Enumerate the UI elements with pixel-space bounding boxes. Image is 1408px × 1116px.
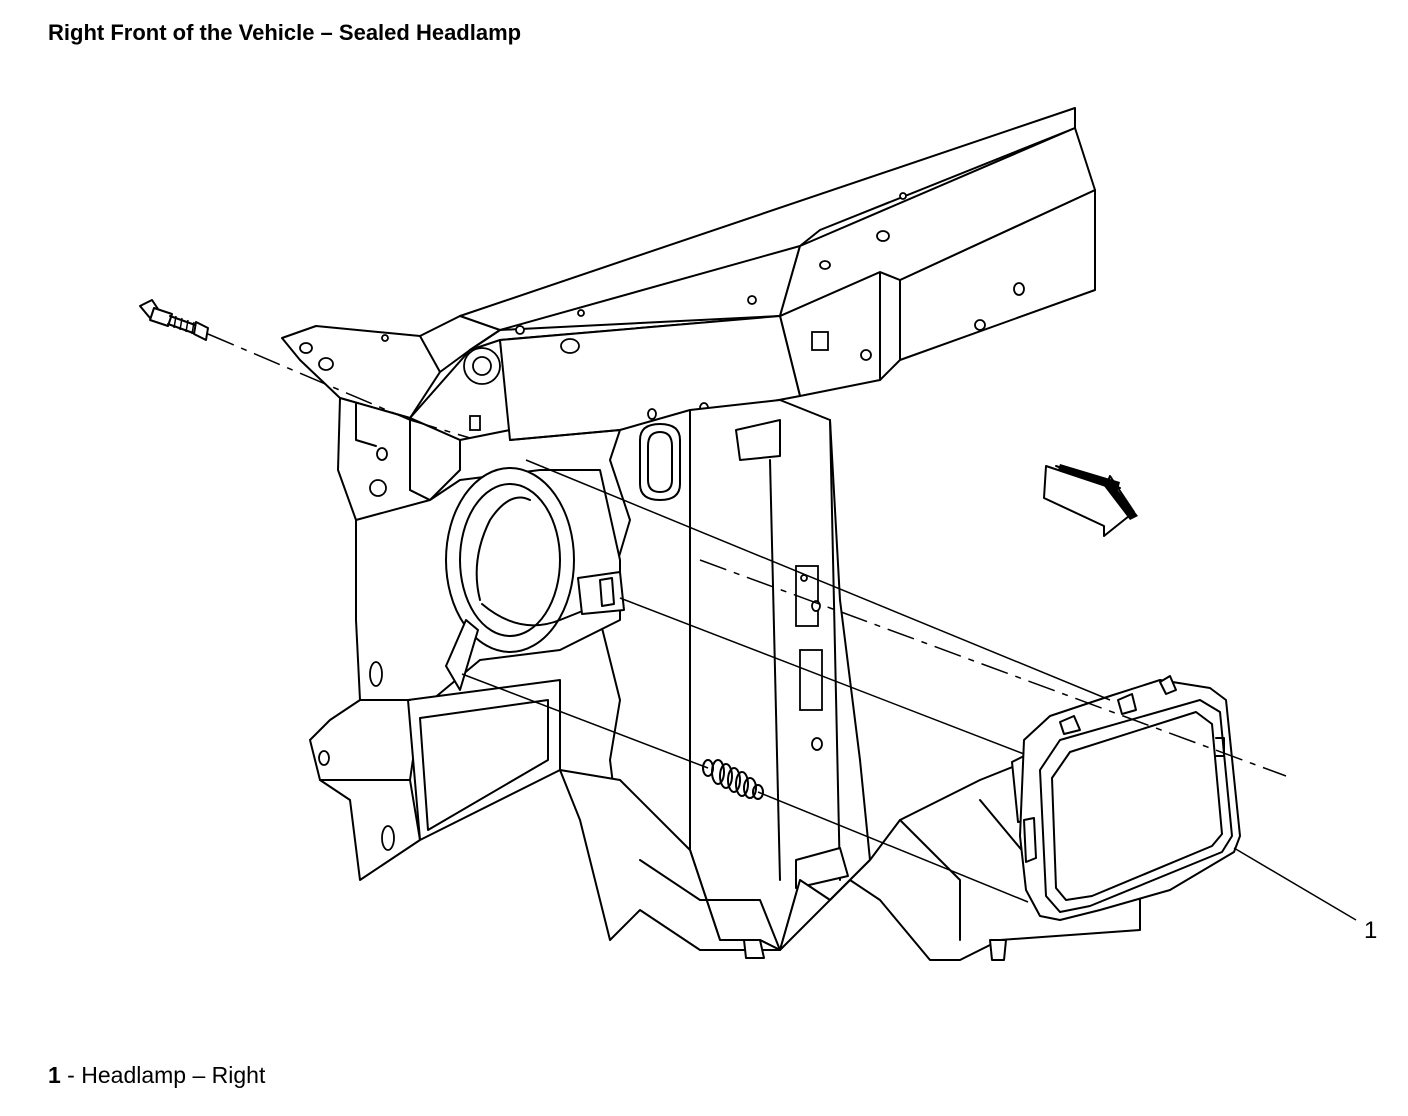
forward-arrow-icon — [1043, 464, 1138, 537]
legend-separator: - — [60, 1062, 82, 1088]
vertical-support — [599, 399, 871, 951]
left-bracket — [337, 397, 461, 521]
legend: 1 - Headlamp – Right — [48, 1062, 265, 1089]
legend-number: 1 — [48, 1062, 61, 1088]
alignment-lines — [207, 333, 1357, 921]
diagram-title: Right Front of the Vehicle – Sealed Head… — [48, 20, 522, 45]
adjuster-spring — [702, 759, 764, 800]
headlamp-right — [1011, 675, 1241, 921]
headlamp-housing — [309, 467, 625, 881]
bolt — [139, 299, 209, 341]
upper-support-rail — [281, 107, 1096, 441]
lower-support — [559, 759, 1141, 961]
callout-1-number: 1 — [1364, 917, 1377, 944]
legend-label: Headlamp – Right — [81, 1062, 266, 1088]
